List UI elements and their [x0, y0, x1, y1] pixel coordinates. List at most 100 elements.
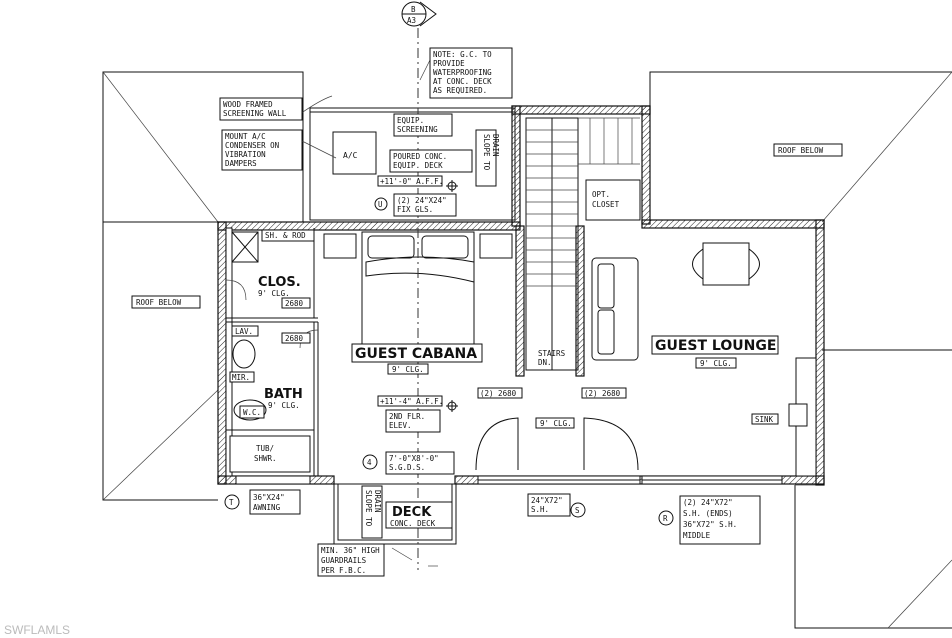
door-1-label: 2680: [285, 299, 304, 308]
sh-right-2: S.H. (ENDS): [683, 509, 733, 518]
sink-box: [751, 413, 779, 425]
sgds-box: [385, 451, 455, 475]
window-tag-r-text: R: [663, 514, 668, 523]
door-4-box: [581, 387, 627, 399]
condenser-note-4: DAMPERS: [225, 159, 257, 168]
guardrails-3: PER F.B.C.: [321, 566, 366, 575]
lounge-furniture: [591, 242, 817, 477]
door-2-box: [281, 332, 311, 344]
aff-mid-box: [377, 395, 443, 407]
awning-2: AWNING: [253, 503, 281, 512]
deck-title: DECK: [392, 505, 432, 520]
stairs-dn-1: STAIRS: [538, 349, 566, 358]
opt-closet-1: OPT.: [592, 190, 610, 199]
roof-below-left: [102, 71, 304, 501]
sh-mid-box: [527, 493, 571, 517]
condenser-note-3: VIBRATION: [225, 150, 266, 159]
section-marker: [401, 1, 437, 27]
guest-cabana-ceiling: 9' CLG.: [392, 365, 424, 374]
sgds-label-1: 7'-0"X8'-0": [389, 454, 439, 463]
roof-below-left-label: ROOF BELOW: [136, 298, 182, 307]
screening-wall-note-box: [219, 97, 303, 121]
stairs-dn-2: DN.: [538, 358, 552, 367]
awning-box: [249, 489, 301, 515]
clos-title: CLOS.: [258, 275, 301, 290]
equip-deck-box: [389, 149, 473, 173]
window-tag-u-text: U: [378, 200, 383, 209]
window-tag-s: [570, 502, 586, 518]
window-tag-4-text: 4: [367, 458, 372, 467]
sgds-label-2: S.G.D.S.: [389, 463, 425, 472]
elev-label-2: ELEV.: [389, 421, 412, 430]
clos-ceiling: 9' CLG.: [258, 289, 290, 298]
watermark-text: SWFLAMLS: [4, 623, 70, 637]
deck-subtitle: CONC. DECK: [390, 519, 436, 528]
door-3-label: (2) 2680: [480, 389, 517, 398]
elev-label-1: 2ND FLR.: [389, 412, 425, 421]
lav-box: [231, 325, 259, 337]
roof-below-left-box: [131, 295, 201, 309]
mir-label: MIR.: [232, 373, 250, 382]
window-tag-s-text: S: [575, 506, 580, 515]
slope-bottom-1: SLOPE TO: [364, 490, 373, 527]
roof-below-right-label: ROOF BELOW: [778, 146, 824, 155]
guest-lounge-ceiling: 9' CLG.: [700, 359, 732, 368]
sh-right-3: 36"X72" S.H.: [683, 520, 737, 529]
guardrails-box: [317, 543, 385, 577]
stair-ceiling-box: [535, 417, 575, 429]
waterproofing-note-5: AS REQUIRED.: [433, 86, 487, 95]
equip-screening-2: SCREENING: [397, 125, 438, 134]
opt-closet-2: CLOSET: [592, 200, 620, 209]
aff-mid-label: +11'-4" A.F.F.: [380, 397, 443, 406]
wc-box: [239, 405, 265, 419]
sh-right-1: (2) 24"X72": [683, 498, 733, 507]
window-tag-t-text: T: [229, 498, 234, 507]
condenser-note-2: CONDENSER ON: [225, 141, 279, 150]
waterproofing-note-box: [429, 47, 513, 99]
elevation-target-icons: [446, 180, 458, 412]
window-tag-t: [224, 494, 240, 510]
equip-deck-2: EQUIP. DECK: [393, 161, 443, 170]
exterior-walls: [217, 105, 825, 486]
slope-top-2: DRAIN: [491, 134, 500, 157]
screening-wall-note-1: WOOD FRAMED: [223, 100, 273, 109]
aff-top-label: +11'-0" A.F.F.: [380, 177, 443, 186]
window-tag-4: [362, 454, 378, 470]
waterproofing-note-1: NOTE: G.C. TO: [433, 50, 492, 59]
door-1-box: [281, 297, 311, 309]
section-marker-top: B: [411, 5, 416, 14]
bath-ceiling: 9' CLG.: [268, 401, 300, 410]
condenser-note-box: [221, 129, 303, 171]
guest-cabana-ceiling-box: [387, 363, 429, 375]
door-swings: [225, 279, 639, 471]
equip-screening-1: EQUIP.: [397, 116, 424, 125]
condenser-note-1: MOUNT A/C: [225, 132, 266, 141]
door-4-label: (2) 2680: [584, 389, 621, 398]
door-2-label: 2680: [285, 334, 304, 343]
guest-cabana-title: GUEST CABANA: [355, 346, 477, 362]
sh-right-box: [679, 495, 761, 545]
window-tag-u: [374, 197, 388, 211]
sh-mid-1: 24"X72": [531, 496, 563, 505]
fix-glass-1: (2) 24"X24": [397, 196, 447, 205]
window-tag-r: [658, 510, 674, 526]
door-3-box: [477, 387, 523, 399]
leader-lines: [299, 59, 431, 561]
guardrails-1: MIN. 36" HIGH: [321, 546, 380, 555]
stairs: [525, 117, 641, 371]
equip-deck-1: POURED CONC.: [393, 152, 447, 161]
guest-lounge-ceiling-box: [695, 357, 737, 369]
sh-right-4: MIDDLE: [683, 531, 711, 540]
bath-title: BATH: [264, 387, 303, 402]
guardrails-2: GUARDRAILS: [321, 556, 367, 565]
roof-below-right-box: [773, 143, 843, 157]
guest-lounge-title-box: [651, 335, 779, 355]
awning-1: 36"X24": [253, 493, 285, 502]
guest-cabana-title-box: [351, 343, 483, 363]
aff-top-box: [377, 175, 443, 187]
slope-top-box: [475, 129, 497, 187]
fix-glass-2: FIX GLS.: [397, 205, 433, 214]
lavatory-icon: [232, 339, 256, 369]
interior-partitions: [225, 227, 319, 477]
